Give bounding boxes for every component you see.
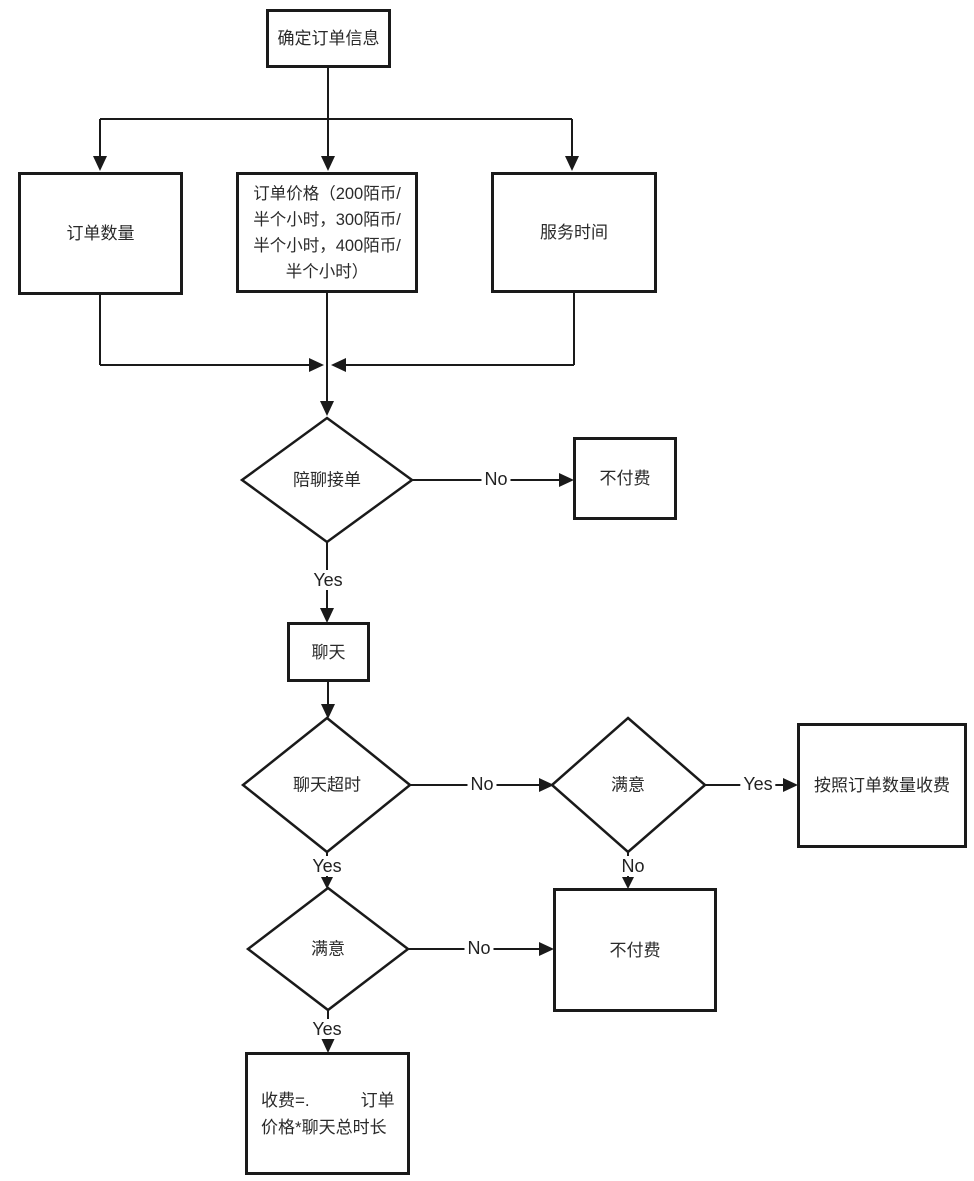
edge-label-accept-no: No bbox=[481, 469, 511, 489]
edge-label-timeout-no: No bbox=[467, 774, 497, 794]
node-no-payment-2: 不付费 bbox=[553, 888, 717, 1012]
edge-label-satisfied-lower-no: No bbox=[464, 938, 494, 958]
edge-label-accept-yes: Yes bbox=[310, 570, 346, 590]
node-satisfied-right: 满意 bbox=[611, 775, 645, 795]
node-order-quantity: 订单数量 bbox=[18, 172, 183, 295]
node-chat-timeout: 聊天超时 bbox=[293, 775, 361, 795]
edge-chat-to-timeout bbox=[321, 682, 335, 719]
node-companion-accepts-order: 陪聊接单 bbox=[293, 470, 361, 490]
node-charge-formula: 收费=. 订单 价格*聊天总时长 bbox=[245, 1052, 410, 1175]
node-charge-by-order-quantity: 按照订单数量收费 bbox=[797, 723, 967, 848]
edge-label-satisfied-right-yes: Yes bbox=[740, 774, 776, 794]
node-chat: 聊天 bbox=[287, 622, 370, 682]
edge-confirm-to-branch bbox=[93, 68, 579, 171]
node-no-payment-1: 不付费 bbox=[573, 437, 677, 520]
edge-label-satisfied-lower-yes: Yes bbox=[309, 1019, 345, 1039]
node-confirm-order-info: 确定订单信息 bbox=[266, 9, 391, 68]
node-order-price: 订单价格（200陌币/ 半个小时，300陌币/ 半个小时，400陌币/ 半个小时… bbox=[236, 172, 418, 293]
node-service-time: 服务时间 bbox=[491, 172, 657, 293]
edge-label-satisfied-right-no: No bbox=[618, 856, 648, 876]
node-satisfied-lower: 满意 bbox=[311, 939, 345, 959]
edge-merge-junction bbox=[99, 293, 575, 416]
edge-label-timeout-yes: Yes bbox=[309, 856, 345, 876]
